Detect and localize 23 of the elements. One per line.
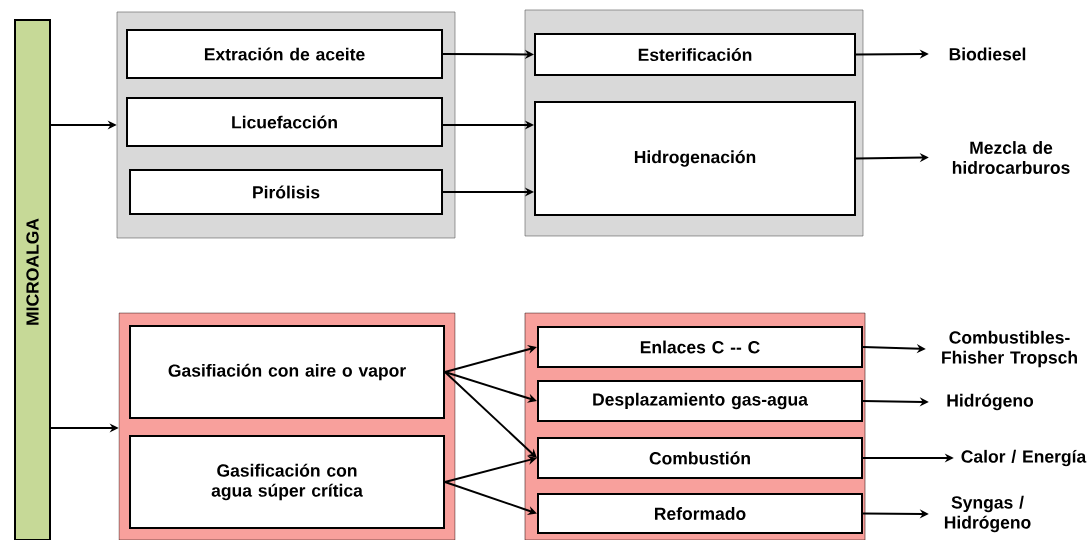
process-box: Reformado	[537, 493, 863, 534]
product-label: Mezcla de hidrocarburos	[952, 141, 1070, 174]
process-box: Extración de aceite	[126, 29, 443, 79]
process-box: Esterificación	[534, 33, 856, 76]
arrow	[444, 455, 537, 483]
process-box: Gasificación con agua súper crítica	[129, 435, 445, 529]
process-box: Pirólisis	[129, 169, 443, 215]
process-box: Desplazamiento gas-agua	[537, 380, 863, 422]
product-label: Hidrógeno	[947, 393, 1034, 411]
process-box: Gasifiación con aire o vapor	[129, 325, 445, 419]
bar-label: MICROALGA	[14, 19, 51, 540]
arrow	[444, 371, 537, 458]
arrow	[444, 371, 537, 403]
process-box: Enlaces C -- C	[537, 326, 863, 368]
product-label: Syngas / Hidrógeno	[944, 495, 1031, 533]
arrow	[444, 481, 537, 515]
process-box: Combustión	[537, 437, 863, 479]
product-label: Calor / Energía	[961, 449, 1087, 467]
product-label: Combustibles-Fhisher Tropsch	[942, 330, 1077, 368]
process-box: Licuefacción	[126, 97, 443, 147]
arrow	[444, 344, 537, 373]
process-box: Hidrogenación	[534, 101, 856, 216]
product-label: Biodiesel	[949, 47, 1026, 61]
